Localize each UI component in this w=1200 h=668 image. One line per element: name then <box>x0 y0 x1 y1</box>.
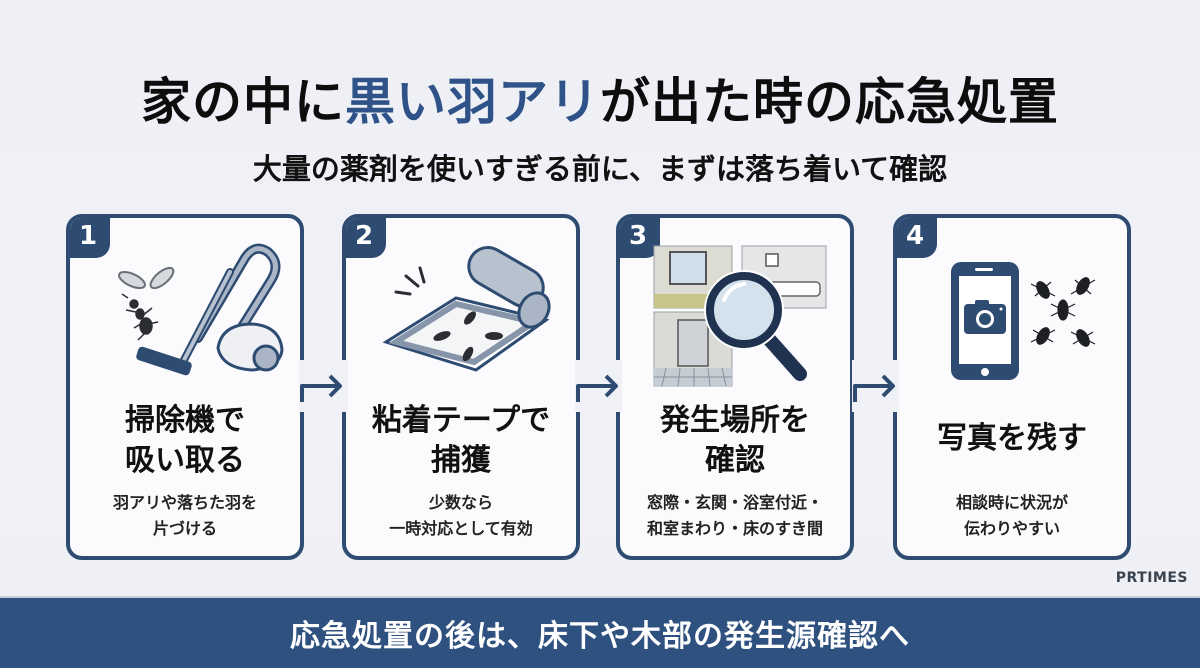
step-desc-line1: 少数なら <box>428 493 493 512</box>
step-title-line2: 確認 <box>705 443 765 478</box>
brand-logo: PRTIMES <box>1115 570 1188 586</box>
title-highlight: 黒い羽アリ <box>345 73 600 131</box>
step-desc-line1: 羽アリや落ちた羽を <box>112 493 257 512</box>
footer-banner: 応急処置の後は、床下や木部の発生源確認へ <box>0 596 1200 668</box>
arrow-right-icon <box>576 374 618 402</box>
step-title-line2: 捕獲 <box>431 443 491 478</box>
step-card-2: 2 粘着テープで 捕獲 少数なら 一時対応として有効 <box>342 214 580 560</box>
step-card-4: 4 写真を残す 相談時に状況が 伝わりやすい <box>893 214 1131 560</box>
vacuum-cleaner-icon <box>118 243 284 376</box>
step-title-line1: 写真を残す <box>937 421 1087 456</box>
step-desc-line2: 一時対応として有効 <box>389 519 533 538</box>
smartphone-camera-icon <box>951 262 1096 380</box>
step-card-1: 1 掃除機で 吸い取る 羽アリや落ちた羽を 片づける <box>66 214 304 560</box>
step-card-3: 3 発生場所を 確認 窓際・玄関・浴室付近・ 和室まわり・床のすき間 <box>616 214 854 560</box>
step-title-line1: 発生場所を <box>660 403 810 438</box>
step-number-badge: 1 <box>70 218 110 258</box>
arrow-right-icon <box>300 374 342 402</box>
sticky-tape-icon <box>382 246 551 372</box>
footer-text: 応急処置の後は、床下や木部の発生源確認へ <box>290 619 910 654</box>
step-desc-line1: 窓際・玄関・浴室付近・ <box>646 493 823 512</box>
step-desc-line2: 片づける <box>152 519 217 538</box>
step-desc-line2: 和室まわり・床のすき間 <box>646 519 823 538</box>
step-title-line2: 吸い取る <box>125 443 245 478</box>
step-number-badge: 2 <box>346 218 386 258</box>
step-number-badge: 4 <box>897 218 937 258</box>
title-prefix: 家の中に <box>141 73 345 131</box>
step-title-line1: 粘着テープで <box>371 403 551 438</box>
connector-gap <box>338 360 348 412</box>
title-suffix: が出た時の応急処置 <box>600 73 1059 131</box>
step-desc-line1: 相談時に状況が <box>955 493 1068 512</box>
step-title-line1: 掃除機で <box>125 403 245 438</box>
page-title: 家の中に黒い羽アリが出た時の応急処置 <box>0 62 1200 134</box>
step-desc-line2: 伝わりやすい <box>963 519 1060 538</box>
arrow-right-icon <box>853 374 895 402</box>
magnifier-rooms-icon <box>653 245 827 387</box>
page-subtitle: 大量の薬剤を使いすぎる前に、まずは落ち着いて確認 <box>252 152 948 186</box>
step-number-badge: 3 <box>620 218 660 258</box>
